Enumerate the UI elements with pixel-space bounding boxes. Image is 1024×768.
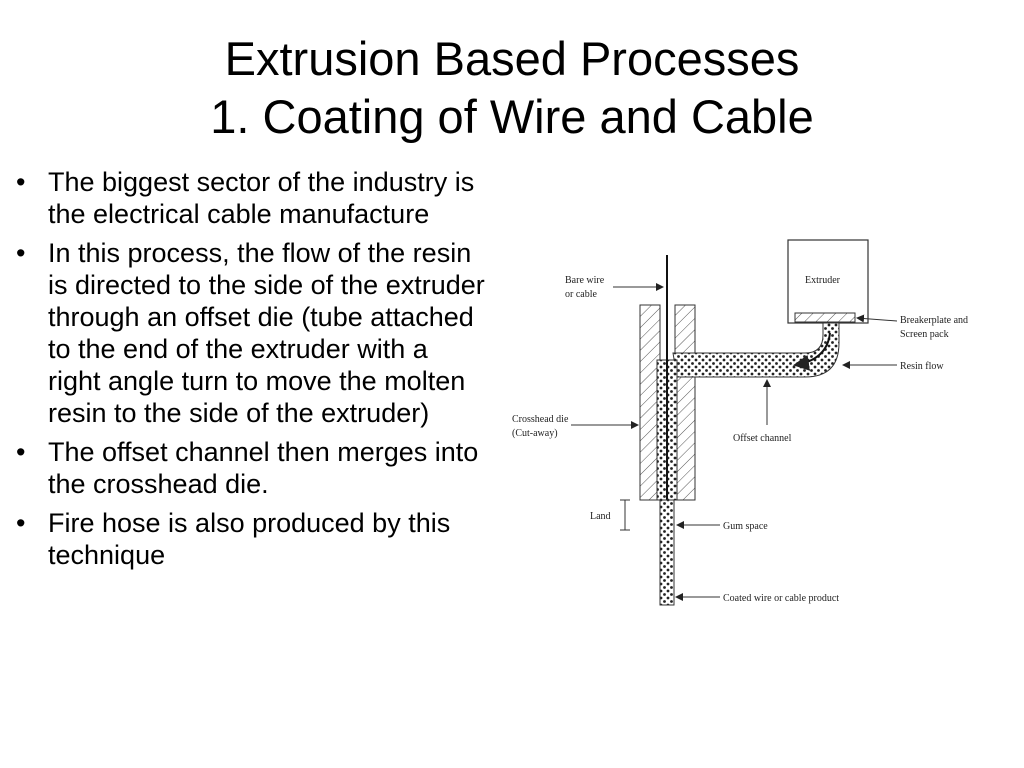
crosshead-die-diagram: Bare wire or cable Extruder Breakerplate… (512, 239, 968, 606)
label-crosshead-1: Crosshead die (512, 414, 569, 425)
label-coated: Coated wire or cable product (723, 593, 839, 604)
label-resin-flow: Resin flow (900, 361, 944, 372)
label-bare-wire-2: or cable (565, 289, 597, 300)
bullet-dot: • (16, 508, 26, 538)
label-extruder: Extruder (805, 275, 841, 286)
label-land: Land (590, 511, 611, 522)
bullet-item: • Fire hose is also produced by this tec… (16, 507, 486, 571)
bullet-text: The offset channel then merges into the … (48, 437, 479, 499)
title-line-2: 1. Coating of Wire and Cable (210, 90, 814, 143)
bullet-item: • In this process, the flow of the resin… (16, 237, 486, 429)
bullet-text: Fire hose is also produced by this techn… (48, 508, 451, 570)
bullet-list: • The biggest sector of the industry is … (16, 166, 486, 578)
bullet-text: The biggest sector of the industry is th… (48, 167, 475, 229)
offset-channel-resin (672, 322, 840, 378)
slide-title: Extrusion Based Processes 1. Coating of … (0, 30, 1024, 146)
label-breaker-1: Breakerplate and (900, 315, 968, 326)
label-bare-wire-1: Bare wire (565, 275, 605, 286)
label-offset-channel: Offset channel (733, 433, 792, 444)
crosshead-die-right-wall (674, 304, 696, 356)
bullet-item: • The offset channel then merges into th… (16, 436, 486, 500)
bullet-dot: • (16, 167, 26, 197)
resin-flow-arrow (793, 332, 831, 371)
leader-breaker (856, 314, 898, 323)
label-crosshead-2: (Cut-away) (512, 428, 558, 439)
breakerplate (794, 312, 856, 323)
bullet-dot: • (16, 437, 26, 467)
coated-wire (659, 499, 675, 606)
bullet-item: • The biggest sector of the industry is … (16, 166, 486, 230)
label-gum-space: Gum space (723, 521, 768, 532)
crosshead-die-right-wall-lower (674, 374, 696, 501)
title-line-1: Extrusion Based Processes (224, 32, 800, 85)
bullet-text: In this process, the flow of the resin i… (48, 238, 485, 428)
label-breaker-2: Screen pack (900, 329, 949, 340)
bullet-dot: • (16, 238, 26, 268)
